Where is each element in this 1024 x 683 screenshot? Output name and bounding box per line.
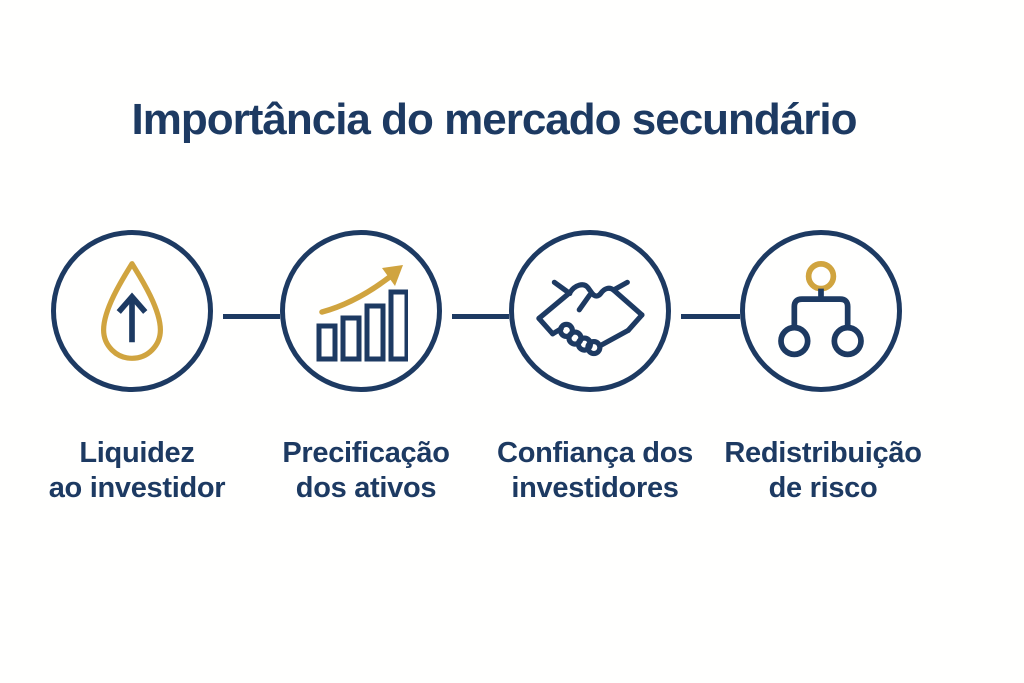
label-line: Confiança dos bbox=[497, 437, 693, 469]
label-line: Redistribuição bbox=[724, 437, 922, 469]
label-line: Liquidez bbox=[79, 437, 195, 469]
confidence-circle bbox=[509, 230, 671, 392]
page-title: Importância do mercado secundário bbox=[131, 95, 858, 144]
drop-up-arrow-icon bbox=[101, 261, 163, 361]
label-line: Precificação bbox=[282, 437, 450, 469]
label-line: dos ativos bbox=[295, 472, 437, 504]
label-line: de risco bbox=[768, 472, 878, 504]
confidence-label: Confiança dos investidores bbox=[475, 436, 715, 506]
bar-chart-growth-icon bbox=[316, 265, 408, 362]
liquidity-label: Liquidez ao investidor bbox=[17, 436, 257, 506]
pricing-label: Precificação dos ativos bbox=[246, 436, 486, 506]
connector-line bbox=[452, 314, 509, 319]
risk-redistribution-label: Redistribuição de risco bbox=[703, 436, 943, 506]
risk-redistribution-circle bbox=[740, 230, 902, 392]
pricing-circle bbox=[280, 230, 442, 392]
label-line: investidores bbox=[511, 472, 679, 504]
liquidity-circle bbox=[51, 230, 213, 392]
label-line: ao investidor bbox=[48, 472, 226, 504]
connector-line bbox=[681, 314, 740, 319]
connector-line bbox=[223, 314, 280, 319]
org-chart-icon bbox=[778, 261, 864, 358]
handshake-icon bbox=[536, 279, 645, 356]
